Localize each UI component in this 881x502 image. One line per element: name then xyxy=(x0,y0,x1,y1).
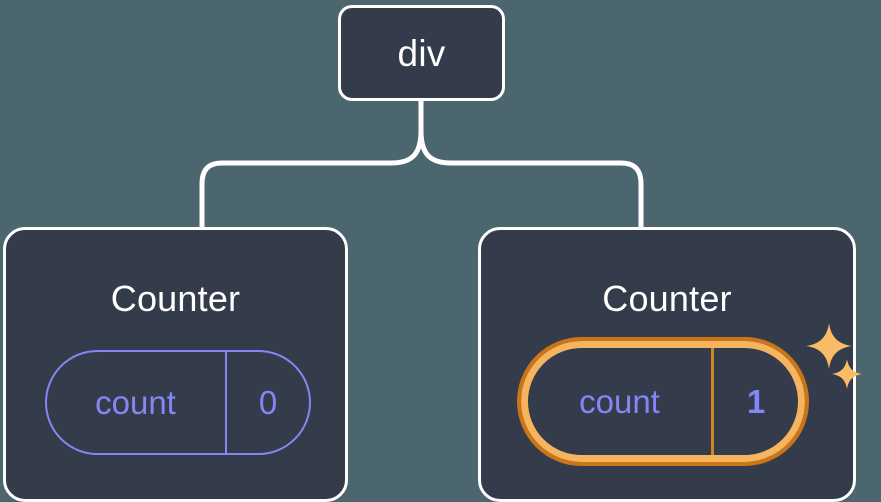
node-div-label: div xyxy=(397,32,446,74)
state-value-label: 1 xyxy=(746,383,766,420)
node-div[interactable]: div xyxy=(338,5,505,101)
connector-left xyxy=(199,98,424,232)
state-pill-count-right[interactable]: count 1 xyxy=(517,337,809,466)
sparkle-small-icon xyxy=(832,359,862,389)
node-counter-left[interactable]: Counter count 0 xyxy=(3,227,348,502)
state-value-label: 0 xyxy=(258,384,278,421)
sparkle-large-icon xyxy=(806,323,852,369)
state-pill-count-left[interactable]: count 0 xyxy=(45,350,311,455)
state-name-label: count xyxy=(47,352,227,453)
node-counter-right[interactable]: Counter count 1 xyxy=(478,227,862,502)
connector-right xyxy=(418,98,644,232)
state-name-label: count xyxy=(528,348,714,455)
counter-right-title: Counter xyxy=(602,278,732,319)
counter-left-title: Counter xyxy=(110,278,241,319)
